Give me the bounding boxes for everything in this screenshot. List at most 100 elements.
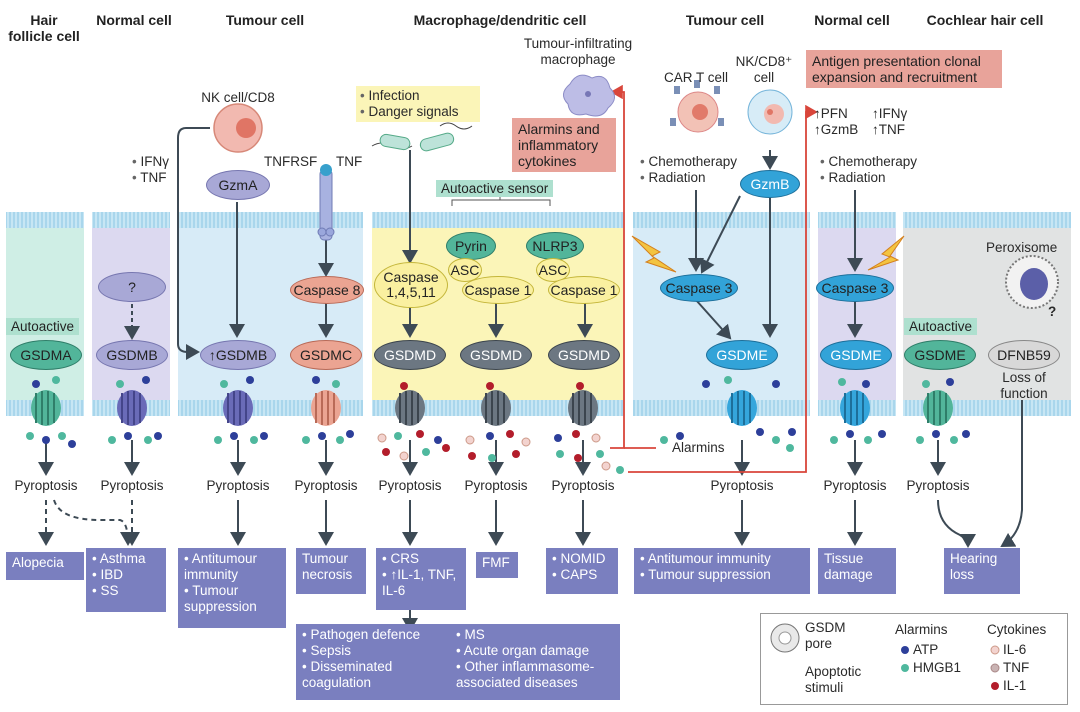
danger-signals-item: Danger signals bbox=[360, 104, 476, 120]
tumour-suppression-item: Tumour suppression bbox=[640, 567, 804, 583]
legend-il1-label: IL-1 bbox=[1003, 678, 1027, 693]
ms-item: MS bbox=[456, 627, 616, 643]
tnfrsf-label: TNFRSF bbox=[264, 154, 318, 169]
caspase1411-oval: Caspase 1,4,5,11 bbox=[374, 262, 448, 308]
tnfrsf-receptor bbox=[317, 164, 335, 241]
legend-il1-dot bbox=[991, 682, 999, 690]
peroxisome-label: Peroxisome bbox=[986, 240, 1058, 255]
nomid-item: NOMID bbox=[552, 551, 612, 567]
outcome-nomid: NOMID CAPS bbox=[546, 548, 618, 594]
asthma-item: Asthma bbox=[92, 551, 160, 567]
legend-il6-label: IL-6 bbox=[1003, 642, 1027, 657]
nk-cd8-plus-label: NK/CD8⁺ cell bbox=[735, 54, 793, 85]
panel-tumour-1 bbox=[178, 212, 363, 410]
pyroptosis-label-7: Pyroptosis bbox=[551, 478, 615, 493]
autoactive-label-2: Autoactive bbox=[904, 318, 978, 335]
panel-normal-2 bbox=[818, 212, 896, 410]
header-normal-cell-1: Normal cell bbox=[96, 12, 172, 28]
outcome-alopecia: Alopecia bbox=[6, 552, 84, 580]
alarmins-cytokines-box: Alarmins and inflammatory cytokines bbox=[512, 118, 616, 172]
alarmin-feedback-arrows bbox=[610, 84, 818, 473]
tumour-macrophage-label: Tumour-infiltrating macrophage bbox=[523, 36, 633, 67]
il-tnf-item: ↑IL-1, TNF, IL-6 bbox=[382, 567, 460, 599]
antigen-presentation-box: Antigen presentation clonal expansion an… bbox=[806, 50, 1002, 88]
unknown-activator-oval: ? bbox=[98, 272, 166, 302]
nk-cd8-label: NK cell/CD8 bbox=[201, 90, 275, 105]
pyroptosis-label-6: Pyroptosis bbox=[464, 478, 528, 493]
panel-cochlear bbox=[903, 212, 1071, 410]
coagulation-item: Disseminated coagulation bbox=[302, 659, 448, 691]
legend-tnf-label: TNF bbox=[1003, 660, 1030, 675]
crs-item: CRS bbox=[382, 551, 460, 567]
tumour-suppression-item: Tumour suppression bbox=[184, 583, 280, 615]
pyroptosis-label-3: Pyroptosis bbox=[206, 478, 270, 493]
car-t-illustration bbox=[670, 80, 724, 133]
peroxisome-question: ? bbox=[1048, 304, 1057, 319]
header-tumour-cell-1: Tumour cell bbox=[225, 12, 305, 28]
legend: GSDM pore Apoptotic stimuli Alarmins ATP… bbox=[760, 613, 1068, 705]
chemotherapy-item: Chemotherapy bbox=[820, 154, 917, 170]
header-normal-cell-2: Normal cell bbox=[814, 12, 890, 28]
legend-cytokines-title: Cytokines bbox=[987, 622, 1047, 637]
autoactive-label-1: Autoactive bbox=[6, 318, 80, 335]
header-hair-follicle: Hair follicle cell bbox=[8, 12, 80, 44]
infection-box: Infection Danger signals bbox=[356, 86, 480, 122]
gzmb-oval: GzmB bbox=[740, 170, 800, 198]
macrophage-illustration bbox=[563, 74, 615, 117]
outcome-antitumour-1: Antitumour immunity Tumour suppression bbox=[178, 548, 286, 628]
gsdmd-oval-1: GSDMD bbox=[374, 340, 446, 370]
caspase3-oval-1: Caspase 3 bbox=[660, 274, 738, 302]
pyroptosis-label-4: Pyroptosis bbox=[294, 478, 358, 493]
tnf-label: TNF bbox=[336, 154, 363, 169]
gsdm-pores bbox=[31, 390, 953, 426]
gsdmc-oval: GSDMC bbox=[290, 340, 362, 370]
gsdme-oval-3: GSDME bbox=[904, 340, 976, 370]
radiation-item: Radiation bbox=[820, 170, 917, 186]
infection-item: Infection bbox=[360, 88, 476, 104]
nlrp3-oval: NLRP3 bbox=[526, 232, 584, 260]
loss-of-function-label: Loss of function bbox=[1000, 370, 1048, 401]
legend-hmgb1-dot bbox=[901, 664, 909, 672]
outcome-tumour-necrosis: Tumour necrosis bbox=[296, 548, 366, 594]
chemotherapy-item: Chemotherapy bbox=[640, 154, 737, 170]
pyroptosis-label-10: Pyroptosis bbox=[906, 478, 970, 493]
acute-organ-item: Acute organ damage bbox=[456, 643, 616, 659]
antitumour-item: Antitumour immunity bbox=[184, 551, 280, 583]
pathway-arrows bbox=[38, 150, 946, 632]
outcome-tissue-damage: Tissue damage bbox=[818, 548, 896, 594]
car-t-label: CAR T cell bbox=[664, 70, 729, 85]
legend-alarmins-title: Alarmins bbox=[895, 622, 948, 637]
effector-gzmb: ↑GzmB bbox=[814, 122, 859, 137]
effector-ifn: ↑IFNγ bbox=[872, 106, 908, 121]
gzma-oval: GzmA bbox=[206, 170, 270, 200]
nk-cell-illustration bbox=[213, 103, 263, 153]
panel-hair-follicle bbox=[6, 212, 84, 410]
legend-atp-dot bbox=[901, 646, 909, 654]
gsdmd-oval-3: GSDMD bbox=[548, 340, 620, 370]
radiation-item: Radiation bbox=[640, 170, 737, 186]
gsdme-oval-1: GSDME bbox=[706, 340, 778, 370]
legend-pore-icon bbox=[770, 623, 800, 653]
other-inflammasome-item: Other inflammasome-associated diseases bbox=[456, 659, 616, 691]
pyroptosis-label-9: Pyroptosis bbox=[823, 478, 887, 493]
chemo-radiation-list-2: Chemotherapy Radiation bbox=[820, 154, 917, 186]
legend-il6-dot bbox=[990, 645, 1000, 655]
outcome-fmf: FMF bbox=[476, 552, 518, 578]
outcome-antitumour-2: Antitumour immunity Tumour suppression bbox=[634, 548, 810, 594]
outcome-inflammation: Pathogen defence Sepsis Disseminated coa… bbox=[296, 624, 620, 700]
header-cochlear: Cochlear hair cell bbox=[926, 12, 1044, 28]
caspase1-oval-2: Caspase 1 bbox=[548, 276, 620, 304]
outcome-hearing-loss: Hearing loss bbox=[944, 548, 1020, 594]
caspase8-oval: Caspase 8 bbox=[290, 276, 364, 304]
legend-apoptotic-label: Apoptotic stimuli bbox=[805, 664, 862, 695]
legend-symbols bbox=[770, 623, 1000, 690]
legend-atp-label: ATP bbox=[913, 642, 939, 657]
outcome-asthma: Asthma IBD SS bbox=[86, 548, 166, 612]
chemo-radiation-list-1: Chemotherapy Radiation bbox=[640, 154, 737, 186]
caps-item: CAPS bbox=[552, 567, 612, 583]
gsdme-oval-2: GSDME bbox=[820, 340, 892, 370]
ibd-item: IBD bbox=[92, 567, 160, 583]
gsdma-oval: GSDMA bbox=[10, 340, 82, 370]
alarmins-label: Alarmins bbox=[672, 440, 725, 455]
